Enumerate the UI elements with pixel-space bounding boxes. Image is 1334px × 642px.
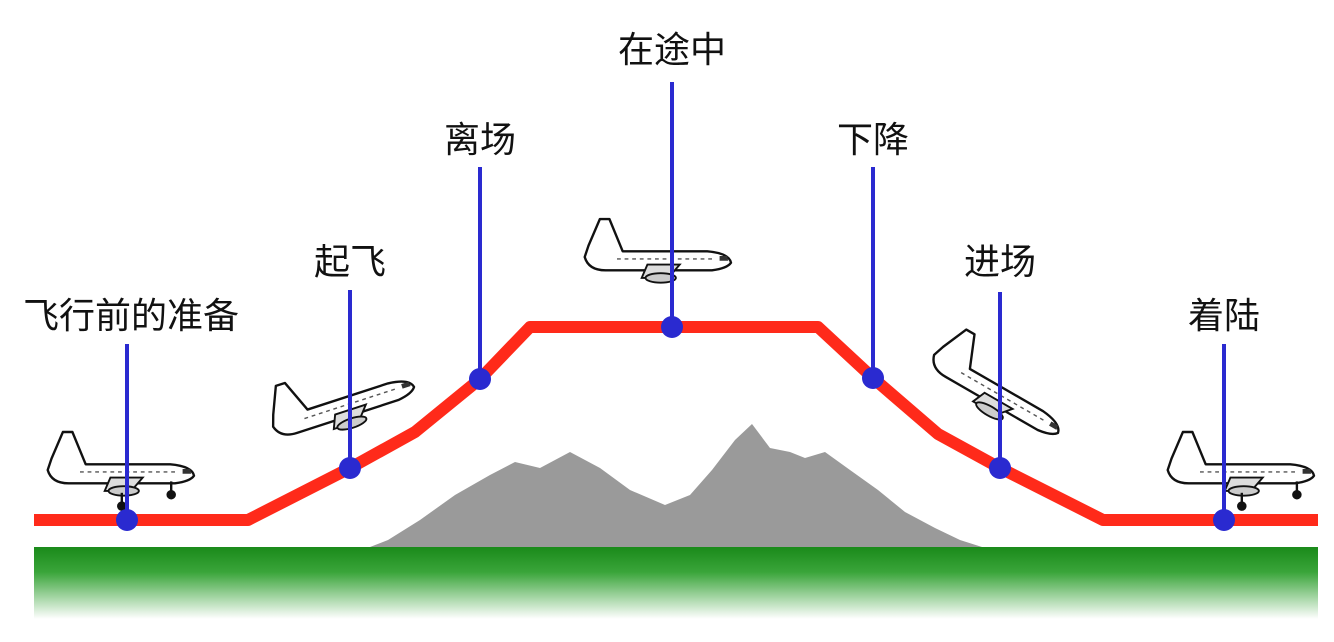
stage-marker-approach [989,292,1011,479]
airplane-icon-preflight [46,430,196,513]
stage-marker-preflight [116,344,138,531]
stage-dot [989,457,1011,479]
airplane-icon-takeoff [260,344,422,453]
stage-marker-descent [862,167,884,389]
stage-marker-takeoff [339,290,361,479]
mountain [370,424,982,547]
stage-label-enroute: 在途中 [618,30,726,71]
stage-label-landing: 着陆 [1188,296,1260,337]
stage-label-takeoff: 起飞 [314,242,386,283]
stage-dot [116,509,138,531]
stage-dot [661,316,683,338]
airplane-icon-landing [1166,430,1316,513]
stage-label-approach: 进场 [964,242,1036,283]
stage-marker-departure [469,167,491,390]
stage-dot [469,368,491,390]
flight-path-line [34,321,1318,526]
stage-marker-enroute [661,82,683,338]
stage-marker-landing [1213,344,1235,531]
stage-dot [862,367,884,389]
stage-label-preflight: 飞行前的准备 [23,296,239,337]
airplane-icon-enroute [583,217,733,284]
stage-dot [339,457,361,479]
stage-label-departure: 离场 [444,120,516,161]
stage-dot [1213,509,1235,531]
stage-label-descent: 下降 [837,120,909,161]
ground [34,547,1318,619]
